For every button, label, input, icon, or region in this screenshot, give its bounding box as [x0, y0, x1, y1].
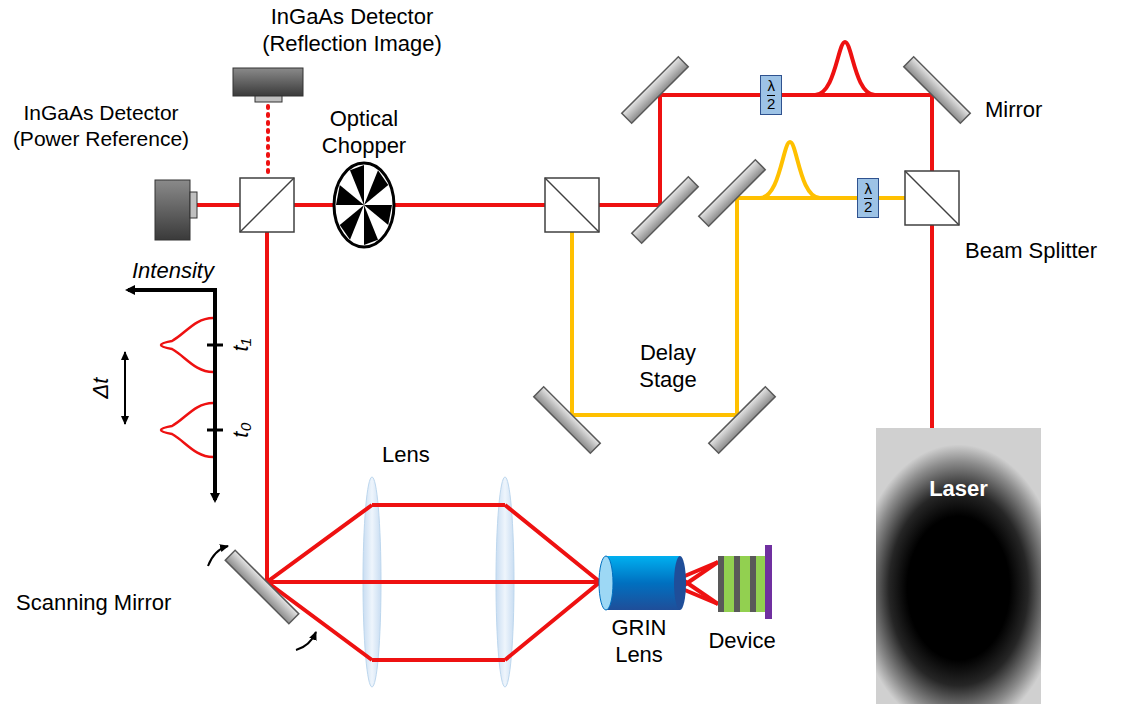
delta-t-arrow [124, 352, 126, 424]
half-wave-plate: λ2 [760, 75, 782, 115]
optical-chopper [334, 163, 394, 247]
reflection-beam-dotted [266, 106, 270, 174]
beam-splitter-cube [545, 178, 599, 232]
beam-splitter-cube [240, 178, 294, 232]
device-stack [750, 556, 756, 612]
mirror [622, 57, 688, 123]
lens-element [363, 477, 514, 687]
component-label: Scanning Mirror [16, 590, 171, 617]
time-axis [207, 344, 223, 347]
optical-chopper [340, 205, 364, 240]
ingaas-detector [155, 68, 303, 240]
grin-lens [599, 556, 686, 610]
mirror [699, 160, 765, 226]
mirror [225, 550, 299, 624]
ingaas-detector [155, 180, 190, 240]
ingaas-detector [233, 68, 303, 96]
pulse-curve [161, 403, 213, 457]
detector-label: InGaAs Detector (Power Reference) [3, 100, 199, 151]
time-axis [128, 288, 223, 500]
pulse-curve [161, 318, 213, 372]
half-wave-plate: λ2 [857, 178, 879, 218]
laser-label: Laser [876, 476, 1041, 502]
rotation-arrow [208, 546, 228, 566]
red-beam [265, 232, 269, 582]
red-beam [372, 658, 505, 662]
ingaas-detector [255, 96, 282, 102]
optical-chopper [336, 165, 392, 245]
rotation-arrow [208, 546, 316, 650]
mirror [534, 387, 600, 453]
yellow-pulse [760, 142, 820, 198]
fraction-part: 2 [864, 199, 872, 215]
component-label: Mirror [985, 97, 1042, 124]
component-label: Device [702, 628, 782, 655]
device-stack [734, 556, 740, 612]
time-label: t₀ [228, 422, 255, 437]
beam-splitter-cube [905, 171, 959, 225]
fraction-part: λ [864, 181, 872, 199]
beam-splitter-cube [240, 178, 294, 232]
beam-splitter-cube [905, 171, 959, 225]
grin-lens [599, 556, 613, 610]
beam-splitter-cube [545, 178, 599, 232]
grin-lens [674, 556, 686, 610]
detector-label: InGaAs Detector (Reflection Image) [243, 4, 461, 58]
device-stack [756, 556, 765, 612]
component-label: Lens [382, 442, 430, 469]
time-axis [213, 288, 217, 500]
component-label: Delay Stage [618, 340, 718, 394]
yellow-beam [572, 198, 905, 415]
red-beam [505, 505, 600, 660]
red-beam [372, 580, 505, 584]
component-label: Beam Splitter [965, 238, 1097, 265]
grin-lens [606, 556, 680, 610]
axis-label: Intensity [132, 258, 214, 285]
device-stack [765, 545, 772, 619]
optical-chopper [350, 165, 364, 205]
red-pulse [815, 42, 875, 95]
mirror [709, 387, 775, 453]
rotation-arrow [296, 632, 316, 650]
interval-label: Δt [88, 378, 115, 399]
mirror [632, 177, 698, 243]
red-beam [267, 580, 372, 584]
mirror [225, 57, 970, 624]
red-beam [197, 95, 932, 660]
device-stack [724, 556, 734, 612]
optical-chopper [364, 205, 378, 245]
optical-chopper [334, 163, 394, 247]
red-beam [197, 95, 932, 428]
laser-box: Laser [876, 428, 1041, 704]
red-beam [372, 503, 505, 507]
pulse-curve [161, 318, 213, 457]
component-label: Optical Chopper [314, 106, 414, 160]
red-beam [267, 505, 372, 660]
component-label: GRIN Lens [596, 615, 682, 669]
fraction-part: λ [767, 78, 775, 96]
device-stack [740, 556, 750, 612]
device-stack [718, 556, 724, 612]
ingaas-detector [190, 192, 197, 218]
mirror [904, 57, 970, 123]
red-beam [505, 580, 600, 584]
time-label: t₁ [228, 338, 255, 351]
time-axis [128, 288, 217, 292]
fraction-part: 2 [767, 96, 775, 112]
optical-chopper [364, 170, 388, 205]
device-stack [718, 545, 772, 619]
time-axis [207, 429, 223, 432]
